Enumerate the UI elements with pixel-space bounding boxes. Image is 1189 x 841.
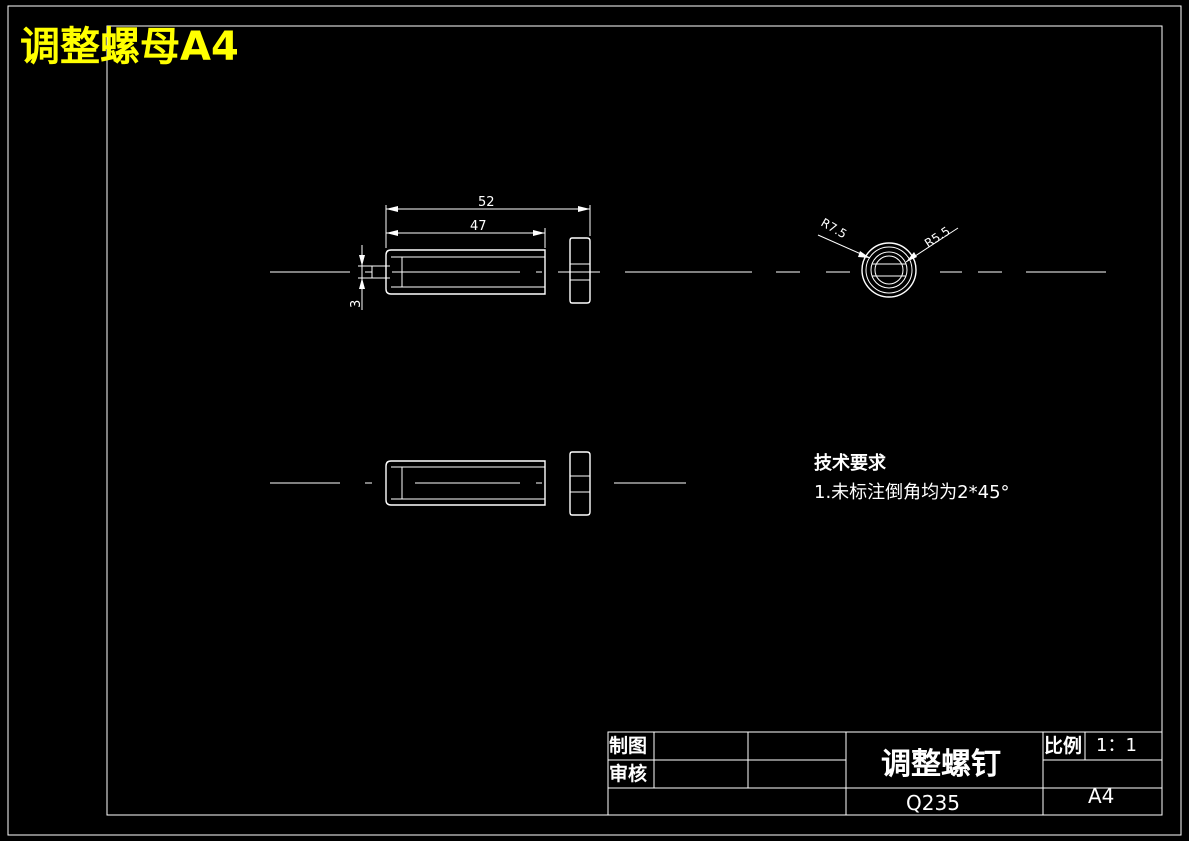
radius-r5-5: R5.5 — [922, 224, 953, 251]
tech-requirement-item-1: 1.未标注倒角均为2*45° — [814, 482, 1010, 503]
outer-border — [7, 5, 1182, 836]
dimension-47: 47 — [470, 219, 487, 234]
tech-requirements: 技术要求 1.未标注倒角均为2*45° — [814, 452, 1010, 503]
part-name: 调整螺钉 — [881, 747, 1001, 782]
checked-label: 审核 — [609, 762, 647, 785]
dimension-52: 52 — [478, 195, 495, 210]
scale-label: 比例 — [1044, 734, 1082, 757]
scale-value: 1：1 — [1096, 735, 1137, 756]
tech-requirements-heading: 技术要求 — [814, 452, 887, 474]
drawn-label: 制图 — [609, 734, 647, 757]
material: Q235 — [906, 791, 960, 815]
inner-border — [106, 25, 1163, 816]
end-view: R7.5 R5.5 — [625, 215, 1106, 298]
sheet-size: A4 — [1088, 784, 1114, 808]
dimension-3: 3 — [349, 300, 364, 308]
sheet-label: 调整螺母A4 — [20, 24, 239, 70]
title-block: 制图 审核 调整螺钉 比例 1：1 Q235 A4 — [607, 731, 1163, 816]
front-view: 52 47 3 — [270, 195, 600, 310]
bottom-view — [270, 451, 686, 516]
